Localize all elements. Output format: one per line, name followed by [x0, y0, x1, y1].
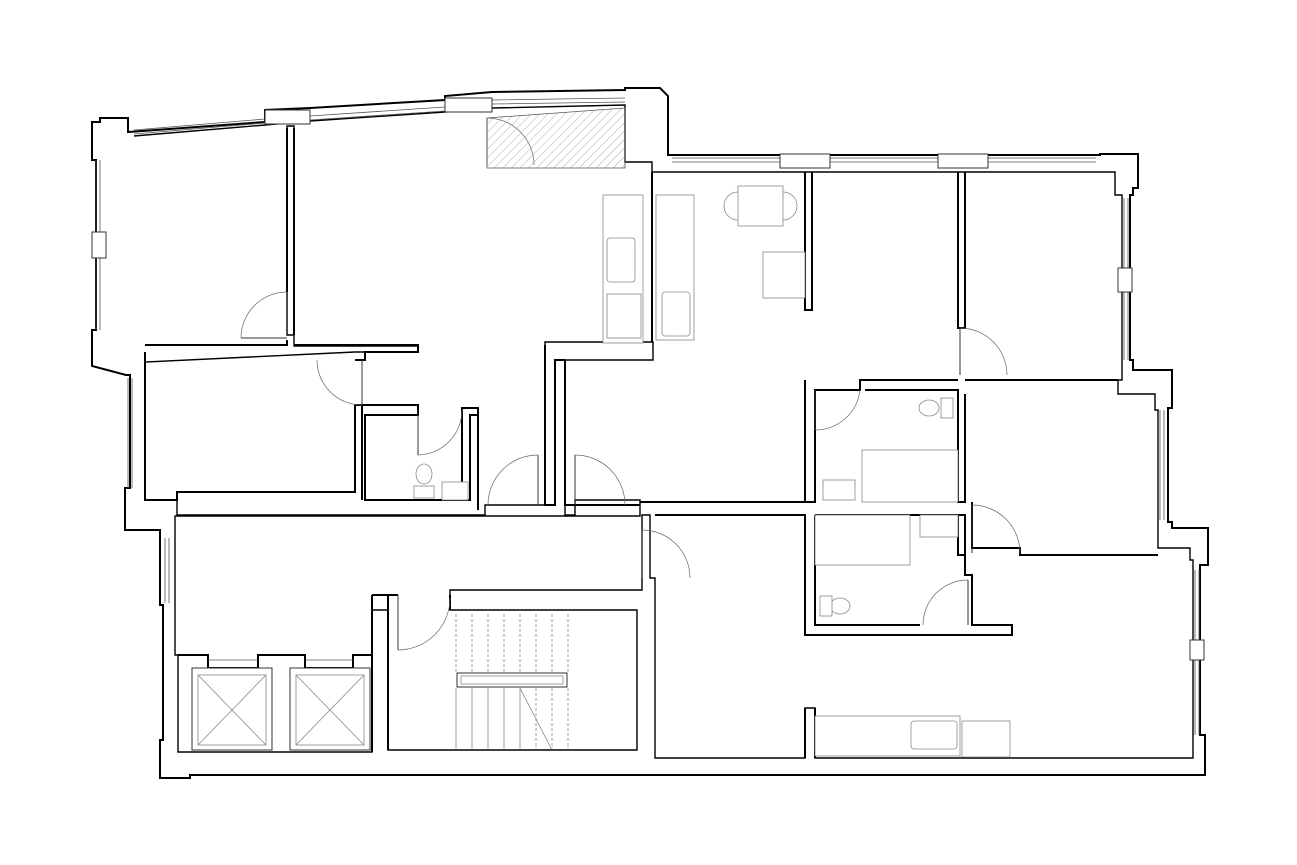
door-northeast-bedroom [959, 327, 1008, 376]
staircase [455, 614, 569, 751]
toilet-bath-upper [918, 397, 954, 419]
interior-walls [144, 128, 1158, 758]
appliance-box [762, 251, 806, 299]
door-bath-upper [814, 389, 861, 431]
doors [240, 117, 1021, 651]
door-east-bedroom [971, 504, 1021, 554]
sink-bath-upper [822, 479, 856, 501]
sink-wc-west [441, 481, 469, 501]
kitchen-stove-south [961, 720, 1011, 758]
door-bath-lower [922, 579, 969, 626]
door-west-bedroom [240, 291, 288, 339]
elevator-left [191, 667, 273, 751]
door-entry-right [574, 454, 626, 506]
toilet-wc-west [413, 463, 435, 499]
door-lower-bedroom [316, 359, 363, 406]
fixtures [191, 185, 1011, 758]
shower-bath-lower [814, 514, 911, 566]
door-entry-left [487, 454, 539, 506]
door-east-apartment [641, 529, 691, 579]
windows [91, 97, 1205, 735]
kitchen-sink-east [661, 291, 691, 337]
shower-bath-upper [861, 449, 959, 503]
dining-table [723, 185, 798, 227]
door-wc [417, 409, 463, 456]
balcony-hatch [486, 107, 626, 169]
toilet-bath-lower [819, 595, 851, 617]
kitchen-sink-west [606, 237, 636, 283]
kitchen-stove-west [606, 293, 642, 339]
sink-bath-lower [919, 514, 959, 538]
elevator-right [289, 667, 371, 751]
door-stair [397, 595, 451, 651]
kitchen-sink-south [910, 720, 958, 750]
